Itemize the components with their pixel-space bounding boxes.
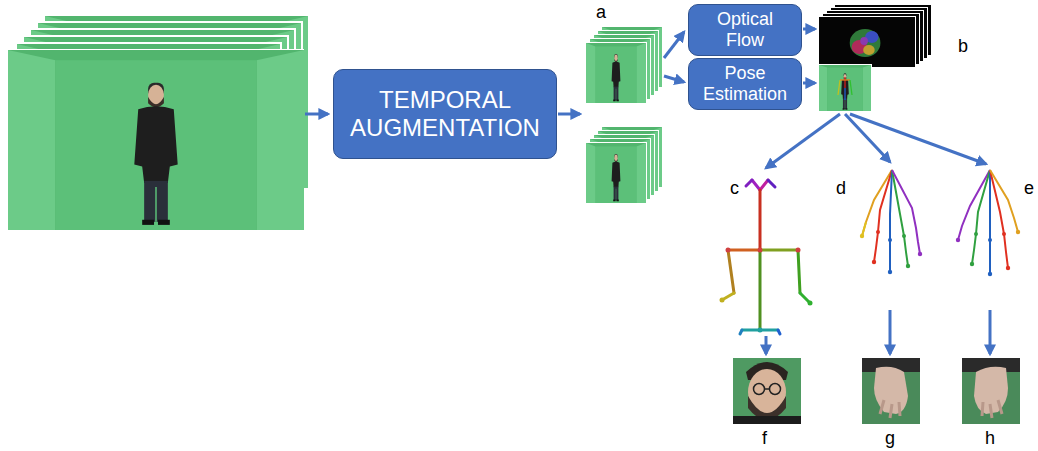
callout-letter: e	[1024, 178, 1034, 198]
video-frames	[8, 14, 310, 231]
callout-letter: d	[836, 178, 846, 198]
optical-flow-frames	[818, 4, 932, 68]
hand-crop	[962, 358, 1020, 424]
box-text: Pose Estimation	[697, 63, 793, 104]
hand-skeleton	[956, 170, 1020, 276]
callout-letter: f	[762, 428, 767, 448]
callout-letter: a	[596, 2, 606, 22]
body-skeleton	[720, 180, 813, 334]
augmented-clips	[585, 26, 663, 204]
box-text: TEMPORAL AUGMENTATION	[342, 86, 548, 141]
callout-letter: b	[958, 36, 968, 56]
face-crop	[733, 358, 801, 424]
callout-letter: c	[730, 178, 739, 198]
process-box: Pose Estimation	[688, 58, 802, 110]
pose-frame	[818, 64, 872, 112]
hand-skeleton	[860, 170, 922, 274]
callout-letter: h	[985, 428, 995, 448]
box-text: Optical Flow	[697, 9, 793, 50]
callout-letter: g	[885, 428, 895, 448]
flow-arrows	[305, 29, 990, 354]
process-box: TEMPORAL AUGMENTATION	[333, 69, 557, 159]
hand-crop	[862, 358, 920, 424]
process-box: Optical Flow	[688, 4, 802, 56]
